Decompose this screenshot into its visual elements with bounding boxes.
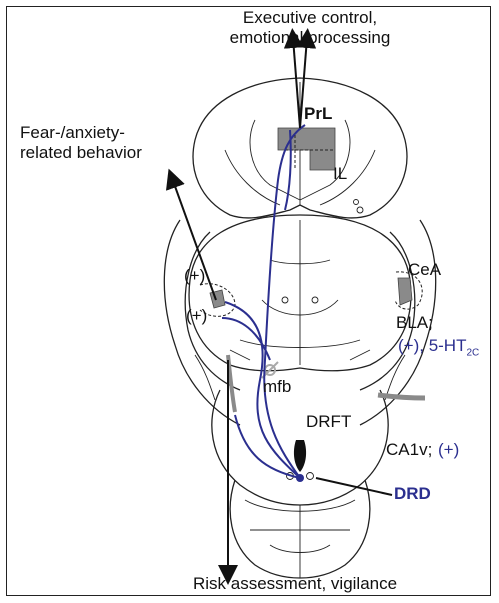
ca1v-label: CA1v; (386, 440, 432, 460)
prl-label: PrL (304, 104, 332, 124)
bla-label: BLA; (396, 313, 433, 333)
ca1v-sign-label: (+) (438, 440, 459, 460)
drft-label: DRFT (306, 412, 351, 432)
bla-receptor-text: (+), 5-HT (398, 336, 466, 355)
il-label: IL (333, 164, 347, 184)
drd-label: DRD (394, 484, 431, 504)
bla-receptor-subscript: 2C (466, 347, 479, 358)
amygdala-plus-upper: (+) (184, 266, 205, 286)
bla-receptor-label: (+), 5-HT2C (398, 336, 479, 359)
hindbrain-section (195, 355, 425, 578)
mfb-label: mfb (263, 377, 291, 397)
cea-label: CeA (408, 260, 441, 280)
top-output-label: Executive control, emotional processing (220, 8, 400, 47)
amygdala-plus-lower: (+) (186, 306, 207, 326)
left-output-label: Fear-/anxiety- related behavior (20, 123, 142, 162)
bottom-output-label: Risk assessment, vigilance (193, 574, 397, 594)
